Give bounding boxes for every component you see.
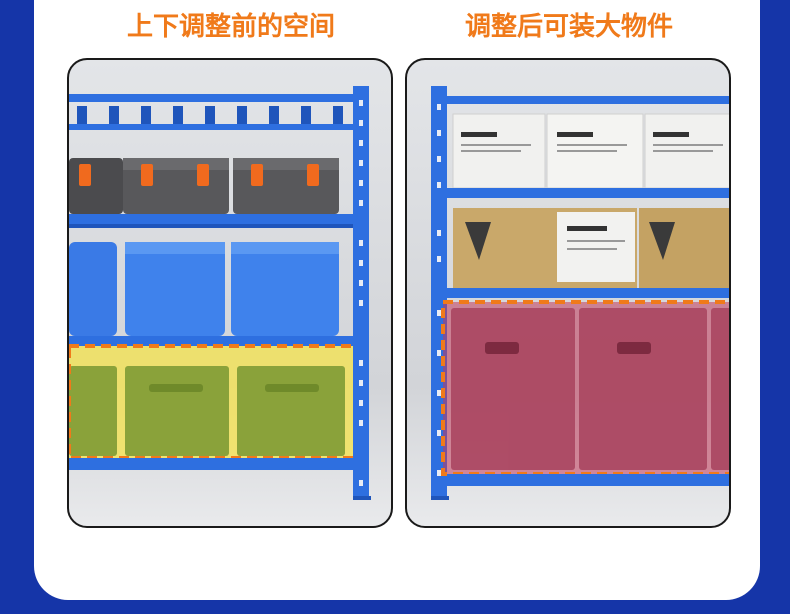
before-shelf-illustration	[69, 86, 371, 500]
top-shelf-beam	[69, 94, 359, 102]
white-parcel-row	[452, 113, 729, 189]
bottom-shelf-beam	[447, 474, 729, 486]
blue-bin-row	[69, 242, 339, 336]
red-crate-row	[451, 308, 729, 470]
after-heading: 调整后可装大物件	[464, 12, 673, 42]
bottom-shelf-beam	[69, 458, 359, 470]
after-shelf-illustration	[431, 86, 729, 500]
before-shelf-image	[67, 58, 393, 528]
middle-shelf-beam	[69, 214, 359, 224]
before-heading: 上下调整前的空间	[126, 12, 335, 42]
after-shelf-image	[405, 58, 731, 528]
kraft-box-row	[453, 208, 729, 288]
green-crate-row	[69, 366, 345, 456]
top-shelf-beam	[447, 96, 729, 104]
rack-upright	[353, 86, 369, 500]
grey-toolbox-row	[69, 158, 339, 214]
